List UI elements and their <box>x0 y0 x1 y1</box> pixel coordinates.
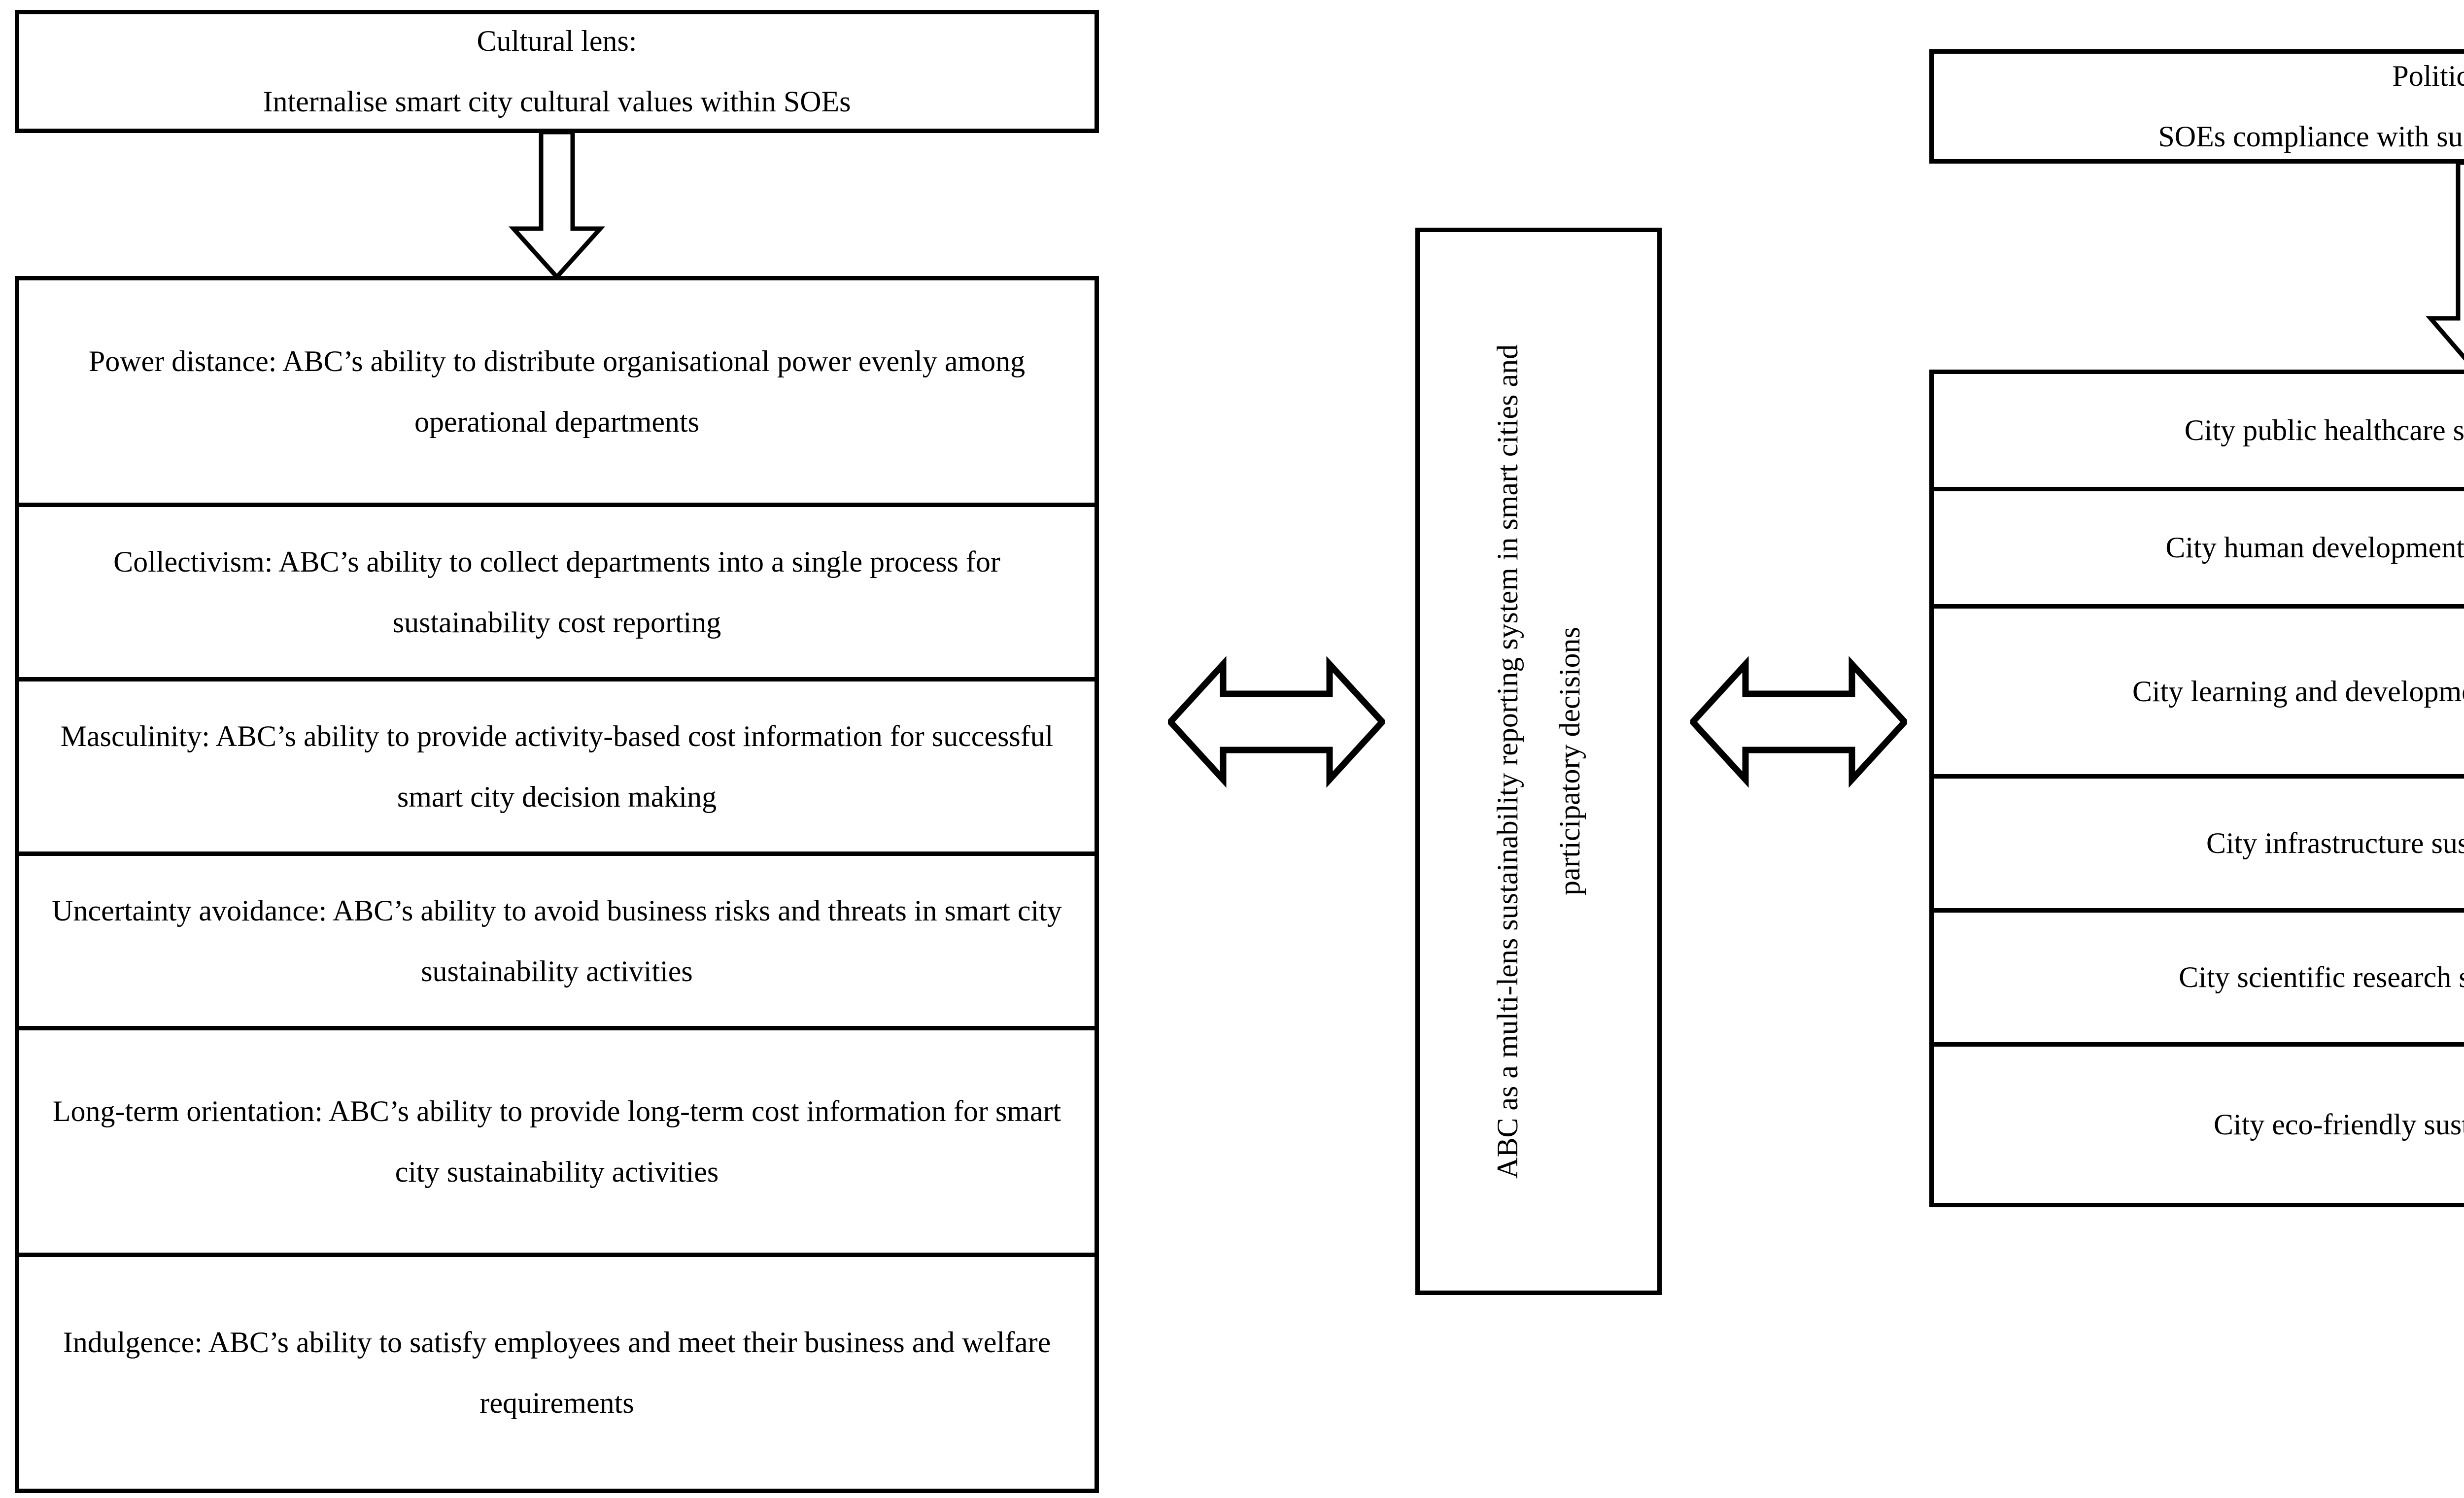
political-lens-subtitle: SOEs compliance with sustainability cost… <box>2158 120 2464 153</box>
down-arrow-icon-right <box>2415 163 2464 372</box>
list-item: Collectivism: ABC’s ability to collect d… <box>19 507 1095 681</box>
list-item: Uncertainty avoidance: ABC’s ability to … <box>19 856 1095 1030</box>
central-system-label: ABC as a multi-lens sustainability repor… <box>1491 344 1586 1179</box>
cultural-lens-subtitle: Internalise smart city cultural values w… <box>263 85 851 118</box>
list-item: Power distance: ABC’s ability to distrib… <box>19 280 1095 507</box>
cultural-lens-header-box: Cultural lens: Internalise smart city cu… <box>15 10 1099 133</box>
left-right-double-arrow-icon-right <box>1690 650 1907 793</box>
list-item: Long-term orientation: ABC’s ability to … <box>19 1030 1095 1257</box>
list-item: City eco-friendly sustainability cost ac… <box>2213 1108 2464 1141</box>
list-item: City public healthcare sustainability co… <box>1934 374 2464 491</box>
list-item: City scientific research sustainability … <box>1934 913 2464 1047</box>
list-item: City infrastructure sustainability cost … <box>1934 779 2464 913</box>
list-item: Indulgence: ABC’s ability to satisfy emp… <box>63 1326 1051 1419</box>
city-activities-stack: City public healthcare sustainability co… <box>1929 370 2464 1207</box>
cultural-dimensions-stack: Power distance: ABC’s ability to distrib… <box>15 276 1099 1493</box>
list-item: City learning and development sustainabi… <box>1934 609 2464 779</box>
down-arrow-icon-left <box>498 132 616 280</box>
cultural-lens-title: Cultural lens: <box>477 25 637 57</box>
political-lens-header-box: Political lens: SOEs compliance with sus… <box>1929 49 2464 164</box>
list-item: Masculinity: ABC’s ability to provide ac… <box>19 681 1095 856</box>
central-system-box: ABC as a multi-lens sustainability repor… <box>1415 228 1662 1295</box>
political-lens-title: Political lens: <box>2392 60 2464 92</box>
list-item: City human development sustainability co… <box>1934 491 2464 609</box>
left-right-double-arrow-icon-left <box>1168 650 1385 793</box>
